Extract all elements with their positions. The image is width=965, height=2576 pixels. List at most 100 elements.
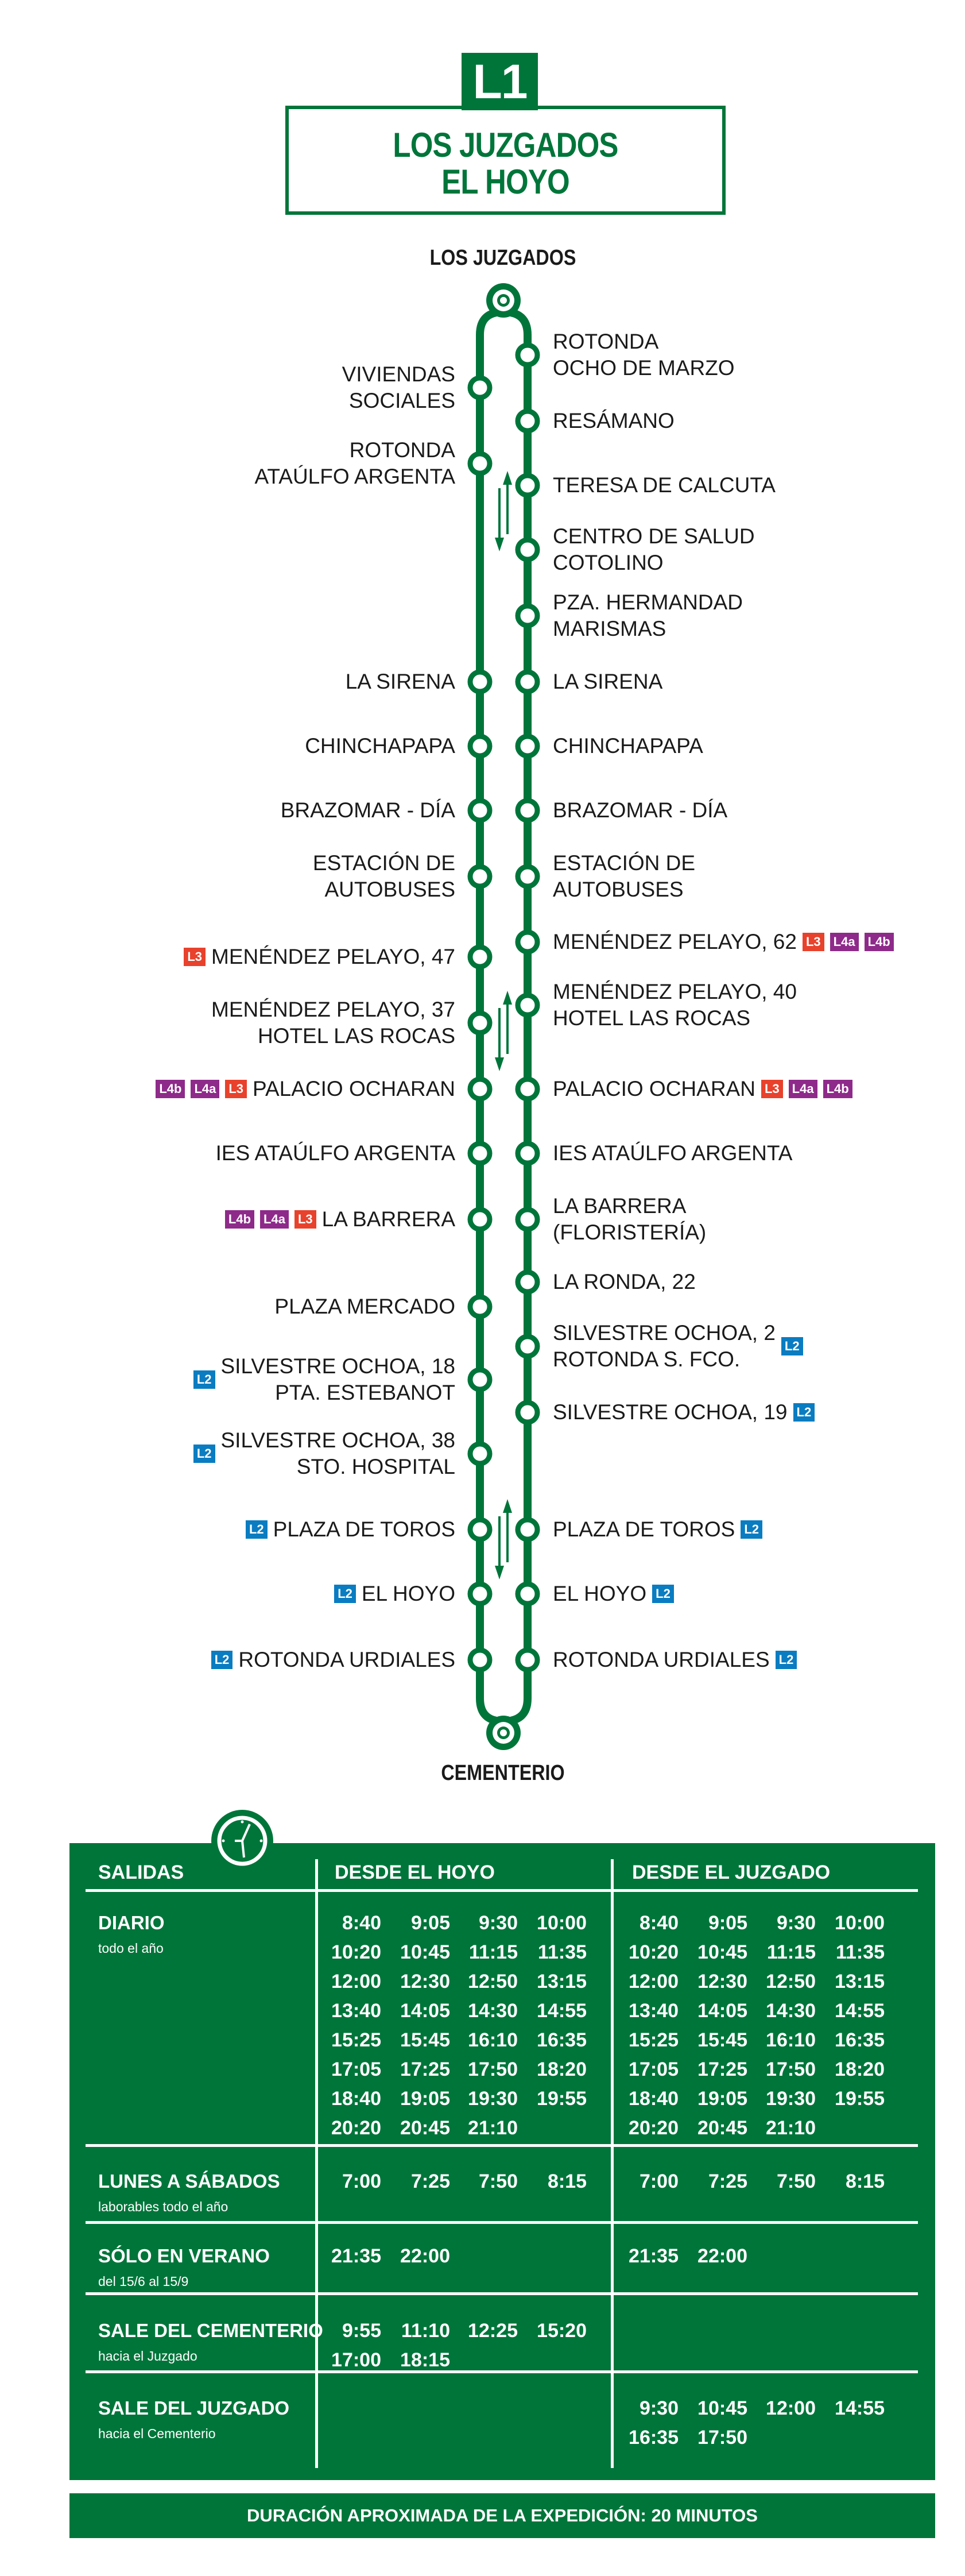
stop-right: LA RONDA, 22 [553,1269,696,1295]
stop-name-line: MENÉNDEZ PELAYO, 40 [553,980,797,1003]
stop-name-line: CHINCHAPAPA [553,734,703,758]
departure-time: 10:00 [537,1912,587,1934]
departure-time: 19:55 [835,2088,885,2110]
stop-name-line: IES ATAÚLFO ARGENTA [553,1141,793,1165]
stop-name-line: EL HOYO [553,1582,647,1605]
departure-time: 7:50 [478,2171,518,2192]
departure-time: 18:20 [537,2059,587,2080]
departure-time: 12:50 [468,1971,518,1992]
connection-badge-l4b: L4b [224,1210,255,1229]
connection-badge-l4b: L4b [823,1080,852,1098]
stop-marker [467,1141,493,1166]
connection-badge-l2: L2 [211,1651,233,1669]
connection-badge-l4a: L4a [830,933,859,951]
stop-name-line: AUTOBUSES [553,878,684,901]
stop-name-line: OCHO DE MARZO [553,356,735,380]
departure-time: 21:35 [331,2245,381,2267]
stop-marker [515,1647,540,1673]
stop-name: PLAZA DE TOROS [273,1516,455,1543]
departure-time: 14:05 [400,2000,450,2022]
row-divider [86,2370,918,2373]
connection-badge-l4a: L4a [788,1080,817,1098]
arrow-up-icon [503,1499,512,1513]
header-from-juzgado: DESDE EL JUZGADO [632,1861,831,1883]
stop-marker [467,864,493,889]
departure-time: 9:30 [478,1912,518,1934]
stop-name: ROTONDA URDIALES [238,1647,455,1673]
stop-name-line: ESTACIÓN DE [553,851,696,875]
departure-time: 9:05 [410,1912,450,1934]
stop-name-line: PLAZA MERCADO [274,1295,455,1318]
stop-name: CHINCHAPAPA [553,733,703,759]
stop-right: PLAZA DE TOROS L2 [553,1516,763,1543]
departure-time: 21:10 [766,2117,816,2139]
stop-marker [467,1207,493,1232]
stop-name: TERESA DE CALCUTA [553,472,776,499]
connection-badge-l3: L3 [225,1080,247,1098]
stop-name-line: MENÉNDEZ PELAYO, 62 [553,930,797,953]
departure-time: 13:40 [629,2000,679,2022]
stop-name: PLAZA DE TOROS [553,1516,735,1543]
departure-time: 21:10 [468,2117,518,2139]
stop-name-line: PTA. ESTEBANOT [275,1381,455,1404]
stop-marker [515,1517,540,1542]
connection-badge-l2: L2 [193,1370,215,1389]
stop-name: RESÁMANO [553,408,675,434]
stop-name-line: PLAZA DE TOROS [553,1517,735,1541]
stop-name: MENÉNDEZ PELAYO, 62 [553,929,797,955]
stop-left: PLAZA MERCADO [274,1293,455,1320]
departure-time: 9:30 [776,1912,816,1934]
stop-name-line: TERESA DE CALCUTA [553,473,776,497]
row-label: LUNES A SÁBADOS [98,2171,280,2192]
stop-marker [515,864,540,889]
departure-time: 16:10 [766,2029,816,2051]
departure-time: 7:50 [776,2171,816,2192]
stop-name-line: ROTONDA S. FCO. [553,1347,741,1371]
stop-name-line: LA BARRERA [553,1194,687,1218]
stop-left: LA SIRENA [346,669,455,695]
stop-marker [467,1294,493,1319]
stop-left: IES ATAÚLFO ARGENTA [216,1140,455,1167]
stop-marker [515,1334,540,1359]
departure-time: 20:20 [331,2117,381,2139]
departure-time: 13:15 [537,1971,587,1992]
departure-time: 17:05 [629,2059,679,2080]
departure-time: 18:20 [835,2059,885,2080]
stop-name-line: MENÉNDEZ PELAYO, 37 [211,998,455,1021]
departure-time: 8:40 [639,1912,679,1934]
header-from-hoyo: DESDE EL HOYO [335,1861,495,1883]
stop-name-line: SILVESTRE OCHOA, 2 [553,1321,776,1345]
stop-name-line: COTOLINO [553,551,664,574]
connection-badge-l4b: L4b [864,933,894,951]
departure-time: 11:10 [401,2320,450,2342]
connection-badge-l2: L2 [245,1520,268,1539]
stop-right: RESÁMANO [553,408,675,434]
stop-name-line: CHINCHAPAPA [305,734,455,758]
terminal-center [500,1729,507,1736]
connection-badge-l3: L3 [761,1080,783,1098]
departure-time: 19:30 [468,2088,518,2110]
header-salidas: SALIDAS [98,1861,184,1883]
departure-time: 10:45 [697,2397,747,2419]
stop-name-line: RESÁMANO [553,409,675,432]
arrow-down-icon [495,538,504,551]
departure-time: 20:45 [400,2117,450,2139]
stop-right: TERESA DE CALCUTA [553,472,776,499]
departure-time: 15:25 [331,2029,381,2051]
stop-right: BRAZOMAR - DÍA [553,797,727,824]
departure-time: 9:30 [639,2397,679,2419]
connection-badge-l2: L2 [741,1520,763,1539]
connection-badge-l3: L3 [184,948,206,966]
